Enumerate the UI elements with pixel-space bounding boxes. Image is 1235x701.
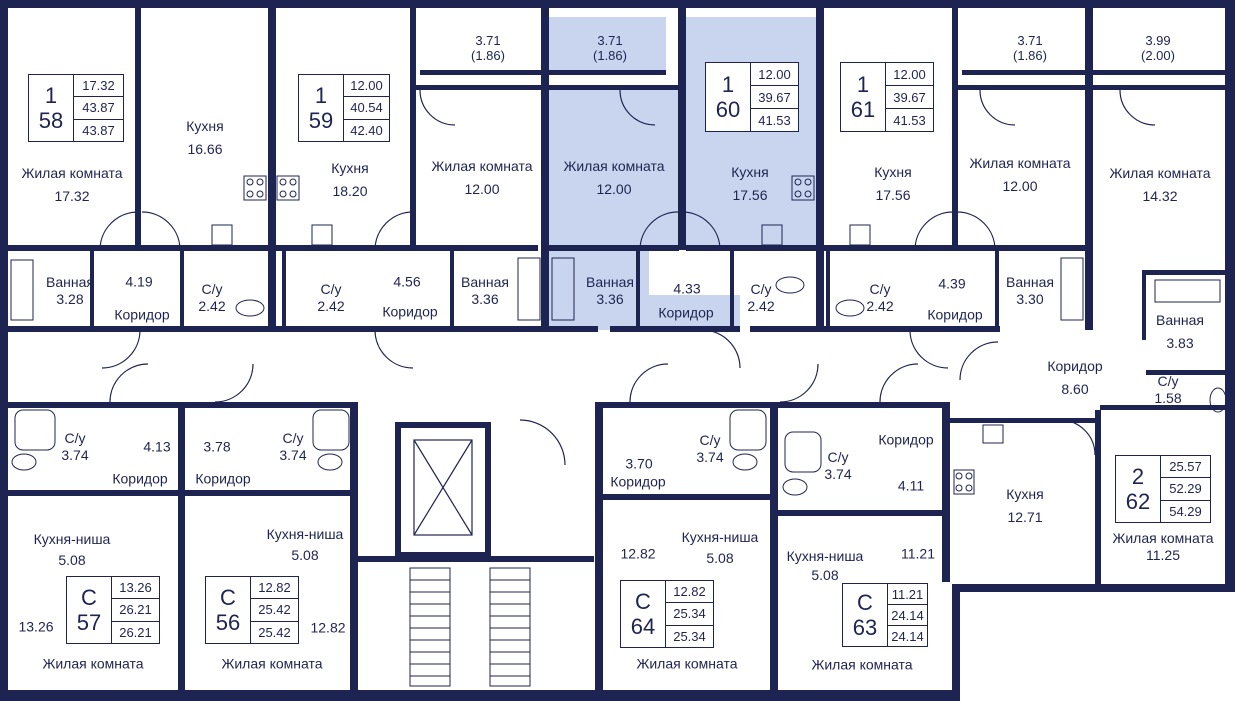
- living-room-label: Жилая комната: [42, 655, 144, 672]
- staircase: [409, 567, 531, 687]
- area-value: 4.19: [125, 273, 153, 290]
- corridor-label: Коридор: [878, 431, 934, 448]
- windows: [39, 1, 1201, 699]
- area-value: 3.78: [203, 438, 231, 455]
- corridor-label: Коридор: [382, 303, 438, 320]
- living-room-label: Жилая комната: [636, 655, 738, 672]
- highlight-apartment-60: [549, 17, 816, 330]
- elevator-shaft: [413, 439, 473, 536]
- fixtures: [10, 175, 1227, 496]
- corridor-label: Коридор: [114, 306, 170, 323]
- balcony-4-label: 3.99(2.00): [1141, 33, 1175, 63]
- area-value: 13.26: [18, 618, 54, 635]
- living-room-label: Жилая комната: [811, 656, 913, 673]
- doors: [99, 89, 1156, 466]
- area-value: 4.11: [897, 477, 925, 494]
- area-value: 4.56: [393, 273, 421, 290]
- corridor-label: Коридор: [610, 473, 666, 490]
- balcony-2-label: 3.71(1.86): [593, 33, 627, 63]
- corridor-label: Коридор: [658, 304, 714, 321]
- area-value: 4.39: [938, 275, 966, 292]
- area-value: 4.33: [673, 280, 701, 297]
- corridor-label: Коридор: [195, 470, 251, 487]
- corridor-label: Коридор: [112, 470, 168, 487]
- area-value: 3.70: [625, 455, 653, 472]
- area-value: 4.13: [143, 438, 171, 455]
- area-value: 12.82: [310, 619, 346, 636]
- balcony-1-label: 3.71(1.86): [471, 33, 505, 63]
- living-room-label: Жилая комната: [221, 655, 323, 672]
- corridor-label: Коридор: [927, 306, 983, 323]
- balcony-3-label: 3.71(1.86): [1013, 33, 1047, 63]
- area-value: 12.82: [620, 545, 656, 562]
- area-value: 11.21: [901, 545, 935, 562]
